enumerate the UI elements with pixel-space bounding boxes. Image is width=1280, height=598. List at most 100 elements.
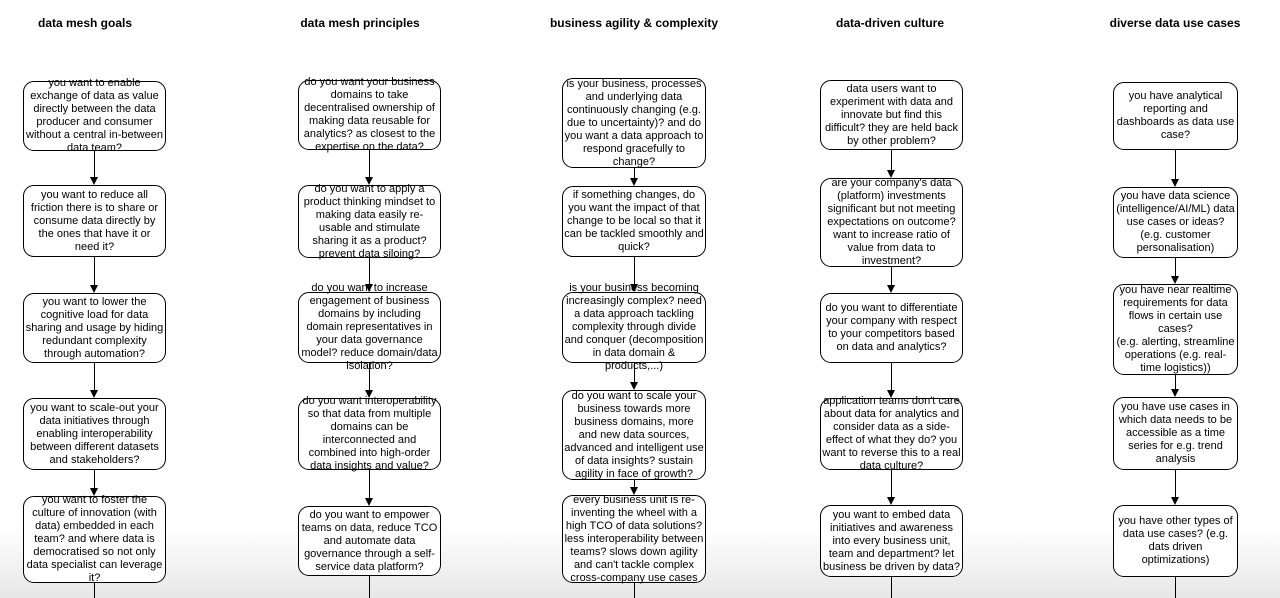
flow-arrow-down: [630, 363, 639, 390]
arrowhead-icon: [1171, 179, 1179, 187]
arrow-line: [94, 257, 95, 286]
flow-node[interactable]: is your business, processes and underlyi…: [562, 78, 706, 168]
flow-node[interactable]: do you want to differentiate your compan…: [820, 293, 963, 363]
column-header-data-mesh-goals: data mesh goals: [37, 16, 133, 30]
arrow-line: [369, 576, 370, 598]
flow-node[interactable]: do you want to empower teams on data, re…: [298, 506, 441, 576]
flow-node[interactable]: data users want to experiment with data …: [820, 80, 963, 150]
flow-arrow-down: [365, 470, 374, 506]
flow-node[interactable]: if something changes, do you want the im…: [562, 186, 706, 257]
arrowhead-icon: [90, 390, 98, 398]
flow-arrow-down: [90, 257, 99, 293]
arrow-line: [1175, 150, 1176, 180]
flow-arrow-down: [887, 150, 896, 178]
flow-node[interactable]: do you want your business domains to tak…: [298, 76, 441, 153]
flow-node[interactable]: application teams don't care about data …: [820, 395, 963, 472]
arrowhead-icon: [887, 497, 895, 505]
flow-line-continuation: [365, 576, 374, 598]
arrowhead-icon: [1171, 276, 1179, 284]
flow-line-continuation: [90, 583, 99, 598]
arrow-line: [94, 583, 95, 598]
arrow-line: [1175, 470, 1176, 498]
flow-node[interactable]: every business unit is re-inventing the …: [562, 494, 706, 584]
flow-arrow-down: [630, 257, 639, 292]
flow-node[interactable]: is your business becoming increasingly c…: [562, 282, 706, 372]
column-header-business-agility: business agility & complexity: [549, 16, 719, 30]
arrow-line: [94, 470, 95, 489]
arrow-line: [634, 583, 635, 598]
flow-node[interactable]: you want to enable exchange of data as v…: [23, 77, 166, 154]
arrow-line: [369, 258, 370, 285]
flow-node[interactable]: you want to reduce all friction there is…: [23, 185, 166, 257]
arrow-line: [94, 151, 95, 178]
arrowhead-icon: [887, 170, 895, 178]
flow-node[interactable]: you want to foster the culture of innova…: [23, 494, 166, 584]
arrow-line: [369, 363, 370, 391]
arrowhead-icon: [887, 285, 895, 293]
flow-arrow-down: [1171, 470, 1180, 505]
flow-arrow-down: [1171, 375, 1180, 397]
column-header-data-driven-culture: data-driven culture: [835, 16, 945, 30]
flow-node[interactable]: you have use cases in which data needs t…: [1113, 397, 1238, 470]
flow-line-continuation: [1171, 577, 1180, 598]
arrow-line: [369, 470, 370, 499]
flow-arrow-down: [630, 480, 639, 495]
flow-arrow-down: [1171, 258, 1180, 284]
arrow-line: [1175, 258, 1176, 277]
arrow-line: [891, 267, 892, 286]
arrowhead-icon: [90, 177, 98, 185]
arrow-line: [891, 363, 892, 391]
flow-arrow-down: [887, 363, 896, 398]
flow-node[interactable]: you have near realtime requirements for …: [1113, 284, 1238, 375]
arrowhead-icon: [365, 498, 373, 506]
arrow-line: [891, 470, 892, 498]
flow-arrow-down: [365, 363, 374, 398]
flow-node[interactable]: you have other types of data use cases? …: [1113, 505, 1238, 577]
arrow-line: [1175, 577, 1176, 598]
flow-line-continuation: [630, 583, 639, 598]
arrowhead-icon: [1171, 497, 1179, 505]
flow-node[interactable]: do you want to scale your business towar…: [562, 390, 706, 480]
arrowhead-icon: [365, 177, 373, 185]
arrowhead-icon: [1171, 389, 1179, 397]
flow-node[interactable]: do you want to increase engagement of bu…: [298, 282, 441, 372]
arrow-line: [634, 363, 635, 383]
arrow-line: [891, 150, 892, 171]
arrow-line: [891, 577, 892, 598]
flow-arrow-down: [365, 150, 374, 185]
flow-arrow-down: [1171, 150, 1180, 187]
flow-node[interactable]: you have data science (intelligence/AI/M…: [1113, 187, 1238, 258]
arrow-line: [94, 363, 95, 391]
flow-node[interactable]: you want to scale-out your data initiati…: [23, 398, 166, 470]
arrowhead-icon: [630, 487, 638, 495]
column-header-diverse-data-use-cases: diverse data use cases: [1109, 16, 1241, 30]
flow-arrow-down: [90, 470, 99, 496]
arrowhead-icon: [365, 284, 373, 292]
flow-node[interactable]: you want to embed data initiatives and a…: [820, 505, 963, 577]
arrowhead-icon: [887, 390, 895, 398]
flow-node[interactable]: do you want interoperability so that dat…: [298, 395, 441, 472]
arrow-line: [634, 257, 635, 285]
flow-arrow-down: [90, 363, 99, 398]
flow-node[interactable]: do you want to apply a product thinking …: [298, 183, 441, 260]
arrowhead-icon: [90, 285, 98, 293]
arrow-line: [369, 150, 370, 178]
flow-arrow-down: [887, 267, 896, 293]
flow-arrow-down: [90, 151, 99, 185]
arrowhead-icon: [365, 390, 373, 398]
arrowhead-icon: [630, 284, 638, 292]
flow-node[interactable]: are your company's data (platform) inves…: [820, 177, 963, 267]
arrow-line: [634, 480, 635, 488]
flow-node[interactable]: you have analytical reporting and dashbo…: [1113, 82, 1238, 150]
arrowhead-icon: [630, 382, 638, 390]
column-header-data-mesh-principles: data mesh principles: [300, 16, 420, 30]
flow-line-continuation: [887, 577, 896, 598]
arrow-line: [1175, 375, 1176, 390]
arrowhead-icon: [90, 488, 98, 496]
flow-arrow-down: [630, 168, 639, 186]
flow-arrow-down: [887, 470, 896, 505]
flow-node[interactable]: you want to lower the cognitive load for…: [23, 293, 166, 363]
arrow-line: [634, 168, 635, 179]
flow-arrow-down: [365, 258, 374, 292]
